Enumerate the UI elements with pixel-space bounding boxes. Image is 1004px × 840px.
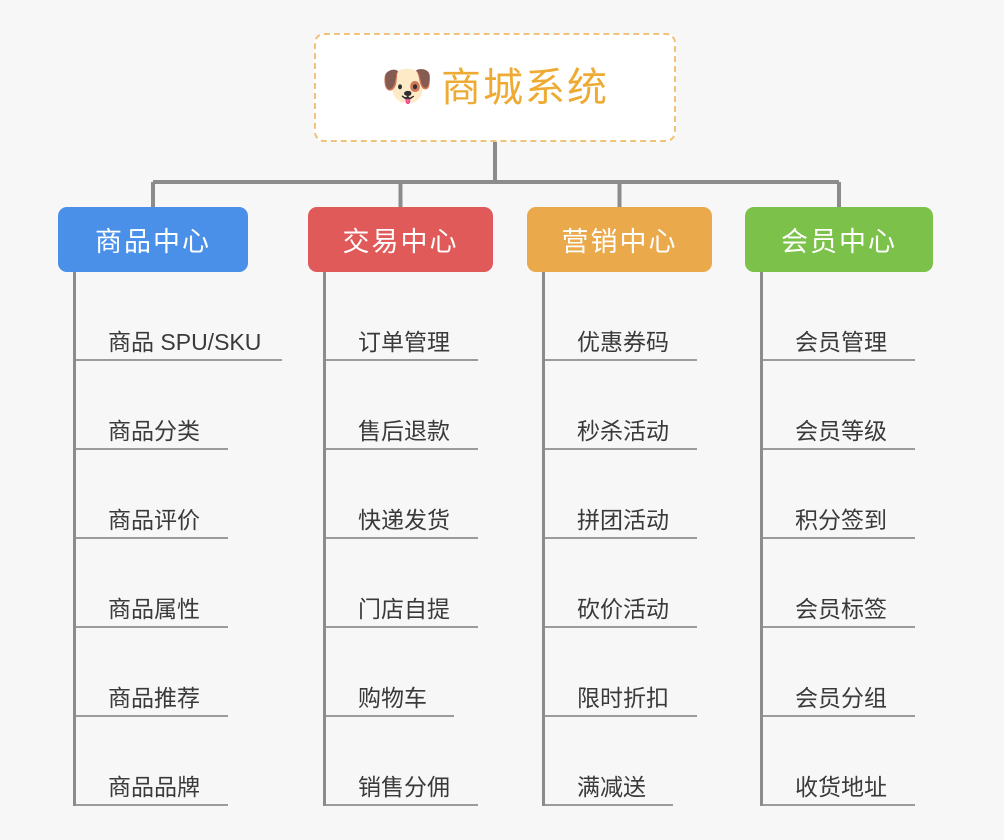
- leaf-item[interactable]: 商品评价: [76, 450, 248, 539]
- category-label: 营销中心: [561, 227, 678, 257]
- leaf-underline: [326, 626, 478, 628]
- leaf-label: 商品属性: [108, 595, 200, 622]
- leaf-label: 销售分佣: [358, 773, 450, 800]
- leaf-label: 会员等级: [795, 417, 887, 444]
- leaf-item[interactable]: 商品分类: [76, 361, 248, 450]
- leaf-item[interactable]: 限时折扣: [545, 628, 712, 717]
- leaf-underline: [545, 448, 697, 450]
- leaf-item[interactable]: 会员管理: [763, 272, 933, 361]
- leaf-item[interactable]: 砍价活动: [545, 539, 712, 628]
- leaf-underline: [76, 359, 282, 361]
- category-header-trade-center[interactable]: 交易中心: [308, 207, 493, 272]
- leaf-item[interactable]: 会员等级: [763, 361, 933, 450]
- leaf-underline: [763, 537, 915, 539]
- leaf-underline: [763, 448, 915, 450]
- leaf-item[interactable]: 积分签到: [763, 450, 933, 539]
- leaf-label: 商品 SPU/SKU: [108, 328, 262, 355]
- leaf-underline: [545, 715, 697, 717]
- leaf-underline: [763, 626, 915, 628]
- leaf-list-member-center: 会员管理会员等级积分签到会员标签会员分组收货地址: [760, 272, 933, 806]
- leaf-item[interactable]: 收货地址: [763, 717, 933, 806]
- leaf-label: 购物车: [358, 684, 427, 711]
- category-column-member-center: 会员中心会员管理会员等级积分签到会员标签会员分组收货地址: [745, 207, 933, 806]
- leaf-underline: [326, 715, 454, 717]
- leaf-underline: [326, 448, 478, 450]
- leaf-label: 会员管理: [795, 328, 887, 355]
- leaf-label: 会员分组: [795, 684, 887, 711]
- leaf-list-marketing-center: 优惠券码秒杀活动拼团活动砍价活动限时折扣满减送: [542, 272, 712, 806]
- leaf-list-product-center: 商品 SPU/SKU 商品分类商品评价商品属性商品推荐商品品牌: [73, 272, 282, 806]
- category-label: 商品中心: [95, 227, 211, 257]
- leaf-underline: [76, 804, 228, 806]
- leaf-item[interactable]: 售后退款: [326, 361, 493, 450]
- leaf-item[interactable]: 拼团活动: [545, 450, 712, 539]
- category-label: 交易中心: [342, 227, 459, 257]
- leaf-underline: [545, 359, 697, 361]
- leaf-item[interactable]: 商品 SPU/SKU: [76, 272, 282, 361]
- root-title: 商城系统: [441, 65, 609, 110]
- category-header-product-center[interactable]: 商品中心: [58, 207, 248, 272]
- leaf-label: 拼团活动: [577, 506, 669, 533]
- root-node[interactable]: 🐶 商城系统: [314, 33, 676, 142]
- leaf-underline: [76, 537, 228, 539]
- leaf-underline: [76, 448, 228, 450]
- leaf-label: 积分签到: [795, 506, 887, 533]
- category-column-trade-center: 交易中心订单管理售后退款快递发货门店自提购物车销售分佣: [308, 207, 493, 806]
- leaf-item[interactable]: 会员分组: [763, 628, 933, 717]
- leaf-item[interactable]: 订单管理: [326, 272, 493, 361]
- leaf-item[interactable]: 快递发货: [326, 450, 493, 539]
- leaf-label: 满减送: [577, 773, 646, 800]
- leaf-underline: [545, 537, 697, 539]
- leaf-item[interactable]: 商品属性: [76, 539, 248, 628]
- category-column-marketing-center: 营销中心优惠券码秒杀活动拼团活动砍价活动限时折扣满减送: [527, 207, 712, 806]
- leaf-label: 商品推荐: [108, 684, 200, 711]
- leaf-label: 砍价活动: [577, 595, 669, 622]
- leaf-label: 会员标签: [795, 595, 887, 622]
- leaf-label: 收货地址: [795, 773, 887, 800]
- leaf-underline: [545, 626, 697, 628]
- leaf-list-trade-center: 订单管理售后退款快递发货门店自提购物车销售分佣: [323, 272, 493, 806]
- leaf-item[interactable]: 秒杀活动: [545, 361, 712, 450]
- leaf-item[interactable]: 商品推荐: [76, 628, 248, 717]
- category-header-member-center[interactable]: 会员中心: [745, 207, 933, 272]
- category-label: 会员中心: [781, 227, 897, 257]
- leaf-item[interactable]: 购物车: [326, 628, 493, 717]
- leaf-label: 售后退款: [358, 417, 450, 444]
- leaf-underline: [76, 626, 228, 628]
- leaf-label: 秒杀活动: [577, 417, 669, 444]
- leaf-label: 优惠券码: [577, 328, 669, 355]
- category-column-product-center: 商品中心商品 SPU/SKU 商品分类商品评价商品属性商品推荐商品品牌: [58, 207, 282, 806]
- leaf-label: 限时折扣: [577, 684, 669, 711]
- leaf-item[interactable]: 会员标签: [763, 539, 933, 628]
- dog-face-icon: 🐶: [381, 61, 434, 109]
- leaf-item[interactable]: 优惠券码: [545, 272, 712, 361]
- leaf-item[interactable]: 销售分佣: [326, 717, 493, 806]
- category-header-marketing-center[interactable]: 营销中心: [527, 207, 712, 272]
- leaf-underline: [326, 537, 478, 539]
- leaf-label: 快递发货: [358, 506, 450, 533]
- leaf-underline: [76, 715, 228, 717]
- leaf-underline: [763, 715, 915, 717]
- leaf-underline: [545, 804, 673, 806]
- leaf-item[interactable]: 商品品牌: [76, 717, 248, 806]
- leaf-label: 门店自提: [358, 595, 450, 622]
- leaf-underline: [326, 804, 478, 806]
- leaf-underline: [763, 359, 915, 361]
- leaf-item[interactable]: 满减送: [545, 717, 712, 806]
- leaf-underline: [326, 359, 478, 361]
- leaf-item[interactable]: 门店自提: [326, 539, 493, 628]
- leaf-underline: [763, 804, 915, 806]
- leaf-label: 商品分类: [108, 417, 200, 444]
- leaf-label: 订单管理: [358, 328, 450, 355]
- leaf-label: 商品评价: [108, 506, 200, 533]
- leaf-label: 商品品牌: [108, 773, 200, 800]
